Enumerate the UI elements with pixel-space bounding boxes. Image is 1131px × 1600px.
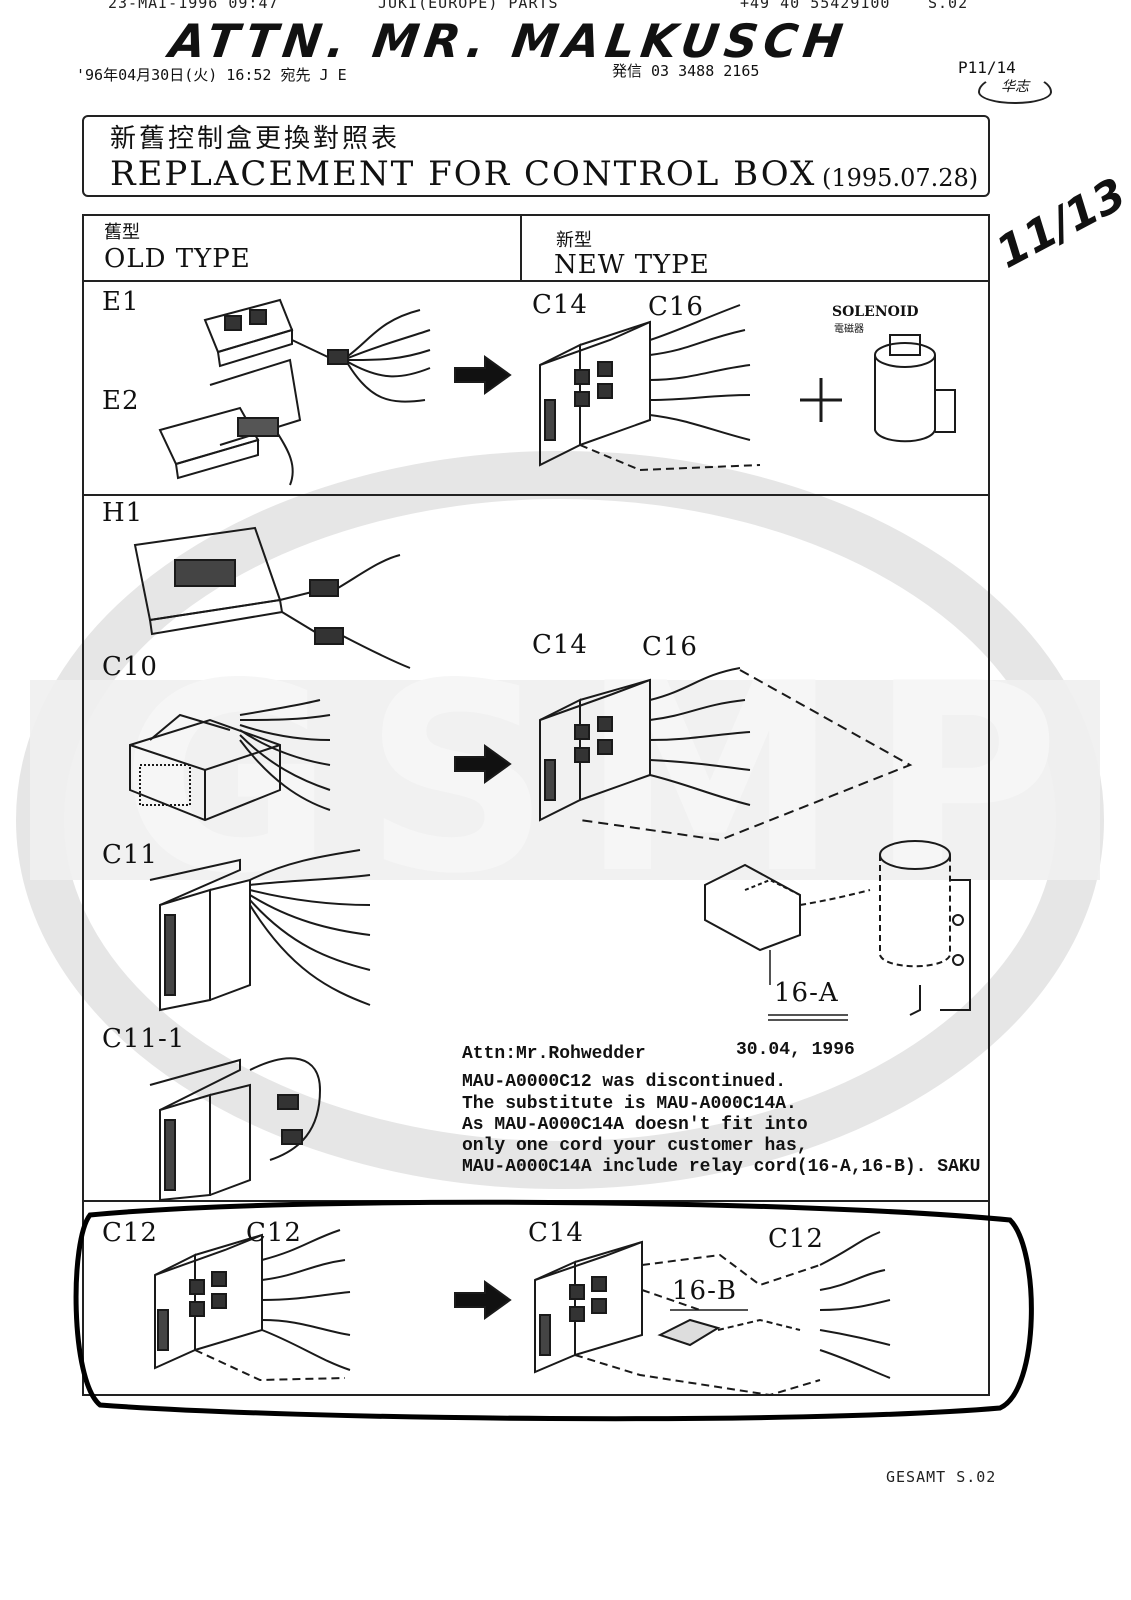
fax-datetime: 23-MAI-1996 09:47 (108, 0, 279, 12)
relay-16a-underline (768, 1014, 848, 1021)
handdrawn-circle (73, 1199, 1034, 1422)
note-date: 30.04, 1996 (736, 1040, 855, 1060)
label-c12-new-cord: C12 (768, 1224, 824, 1254)
note-line-4: only one cord your customer has, (462, 1136, 808, 1156)
label-c10: C10 (102, 652, 158, 682)
title-box (82, 115, 990, 197)
receipt-stamp: 华志 (978, 74, 1052, 104)
note-line-3: As MAU-A000C14A doesn't fit into (462, 1115, 808, 1135)
label-e1: E1 (102, 287, 140, 317)
solenoid-drawing (874, 334, 956, 443)
arrow-1 (454, 355, 512, 395)
title-chinese: 新舊控制盒更換對照表 (110, 124, 401, 154)
row-divider-1 (82, 494, 988, 496)
fax-subheader-sender: 発信 03 3488 2165 (612, 62, 760, 80)
label-c11: C11 (102, 840, 158, 870)
column-new-english: NEW TYPE (554, 250, 710, 280)
label-relay-16b: 16-B (672, 1276, 737, 1306)
label-c14-row3: C14 (528, 1218, 584, 1248)
header-row-divider (82, 280, 988, 282)
e2-box-drawing (158, 358, 302, 486)
label-e2: E2 (102, 386, 140, 416)
label-c14-row2: C14 (532, 630, 588, 660)
label-solenoid: SOLENOID (832, 304, 919, 320)
label-h1: H1 (102, 498, 144, 528)
title-date: (1995.07.28) (822, 164, 979, 192)
arrow-2 (454, 744, 512, 784)
relay-16a-drawing (704, 863, 871, 985)
note-line-5: MAU-A000C14A include relay cord(16-A,16-… (462, 1157, 981, 1177)
e1-box-drawing (203, 298, 431, 403)
c14-unit-drawing-1 (539, 304, 761, 472)
label-c12-old-cord: C12 (246, 1218, 302, 1248)
note-line-1: MAU-A0000C12 was discontinued. (462, 1072, 787, 1092)
plus-sign (800, 378, 842, 422)
motor-drawing (879, 840, 971, 1016)
fax-subheader-datetime: '96年04月30日(火) 16:52 宛先 J E (76, 66, 347, 84)
column-divider (520, 214, 522, 280)
label-relay-16a: 16-A (774, 978, 839, 1008)
c14-unit-drawing-2 (539, 667, 913, 842)
label-c14-row1: C14 (532, 290, 588, 320)
c11-1-box-drawing (149, 1057, 322, 1202)
receipt-stamp-text: 华志 (1001, 79, 1029, 95)
fax-sender: JUKI(EUROPE) PARTS (378, 0, 559, 12)
arrow-3 (454, 1280, 512, 1320)
label-c11-1: C11-1 (102, 1024, 186, 1054)
c11-box-drawing (149, 849, 371, 1012)
fax-subheader-page: P11/14 (958, 58, 1016, 77)
column-new-chinese: 新型 (556, 230, 592, 251)
fax-phone: +49 40 55429100 (740, 0, 891, 12)
c10-box-drawing (129, 699, 331, 822)
title-english: REPLACEMENT FOR CONTROL BOX (110, 154, 817, 194)
main-table (82, 214, 990, 1396)
label-solenoid-jp: 電磁器 (834, 324, 864, 335)
h1-box-drawing (133, 526, 411, 669)
fax-page: S.02 (928, 0, 969, 12)
footer-total: GESAMT S.02 (886, 1468, 997, 1486)
column-old-english: OLD TYPE (104, 244, 251, 274)
c14-unit-drawing-3 (534, 1231, 891, 1397)
column-old-chinese: 舊型 (104, 222, 140, 243)
c12-old-unit-drawing (154, 1229, 351, 1382)
relay-16b-drawing (657, 1309, 801, 1347)
label-c16-row1: C16 (648, 292, 704, 322)
note-line-2: The substitute is MAU-A000C14A. (462, 1094, 797, 1114)
label-c12-old-box: C12 (102, 1218, 158, 1248)
note-attn: Attn:Mr.Rohwedder (462, 1044, 646, 1064)
label-c16-row2: C16 (642, 632, 698, 662)
